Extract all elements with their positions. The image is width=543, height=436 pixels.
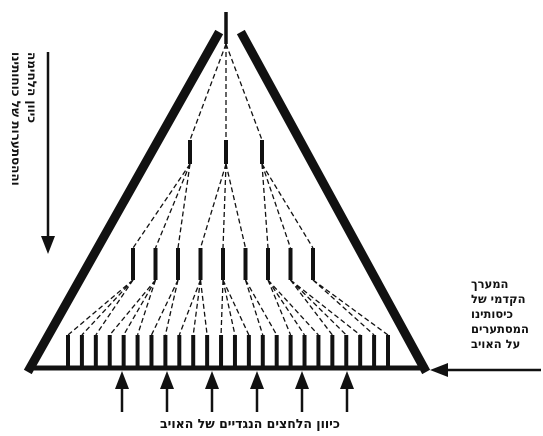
dashed-connector: [81, 279, 134, 336]
right-label-line-2: הקדמי של: [471, 292, 526, 306]
arrow-up-icon-head: [295, 371, 309, 389]
arrow-up-icon-head: [205, 371, 219, 389]
frame-left-side: [23, 29, 224, 375]
dashed-connector: [222, 163, 227, 249]
dashed-connector: [225, 163, 247, 249]
dashed-connector: [261, 163, 269, 249]
dashed-connector: [261, 163, 292, 249]
dashed-connector: [199, 163, 227, 249]
dashed-connector: [95, 279, 134, 336]
dashed-connector: [222, 279, 236, 336]
dashed-connector: [261, 163, 314, 249]
dashed-connector: [164, 279, 179, 336]
dashed-connector: [150, 279, 179, 336]
frame-right-side: [236, 29, 431, 375]
dashed-connector: [177, 163, 191, 249]
dashed-connector: [123, 279, 157, 336]
dashed-connector: [289, 279, 333, 336]
dashed-connector: [199, 279, 208, 336]
bottom-label: כיוון הלחצים הנגדיים של האויב: [160, 416, 340, 431]
right-label-line-3: כיסותינו: [471, 307, 514, 321]
dashed-connector: [109, 279, 156, 336]
arrow-up-icon-head: [160, 371, 174, 389]
dashed-connector: [222, 279, 250, 336]
right-label-line-1: המערך: [471, 277, 509, 291]
triangle-frame: [23, 29, 431, 375]
dashed-connector: [132, 163, 191, 249]
arrow-up-icon-head: [340, 371, 354, 389]
arrows-layer: [41, 52, 541, 412]
dashed-connector: [189, 43, 227, 141]
left-label-line1: כיוון הלחימה: [25, 52, 39, 124]
dashed-connector: [290, 279, 347, 336]
right-label-line-5: על האויב: [471, 337, 521, 351]
connector-lines: [67, 43, 389, 336]
dashed-connector: [225, 43, 263, 141]
dashed-connector: [267, 279, 292, 336]
dashed-connector: [290, 279, 361, 336]
right-label-line-4: המסתערים: [471, 322, 529, 336]
dashed-connector: [178, 279, 202, 336]
right-label: המערך הקדמי של כיסותינו המסתערים על האוי…: [471, 277, 543, 352]
dashed-connector: [267, 279, 319, 336]
dashed-connector: [220, 279, 224, 336]
left-label-line2: וההסתערות של כוחותינו: [9, 52, 23, 186]
arrow-up-icon-head: [250, 371, 264, 389]
arrow-left-icon-head: [430, 363, 448, 377]
dashed-connector: [244, 279, 278, 336]
arrow-up-icon-head: [115, 371, 129, 389]
dashed-connector: [154, 163, 191, 249]
dashed-connector: [67, 279, 134, 336]
dashed-connector: [136, 279, 157, 336]
arrow-down-icon-head: [41, 236, 55, 254]
unit-marks: [66, 12, 390, 367]
dashed-connector: [192, 279, 202, 336]
dashed-connector: [267, 279, 306, 336]
dashed-connector: [244, 279, 264, 336]
dashed-connector: [312, 279, 375, 336]
